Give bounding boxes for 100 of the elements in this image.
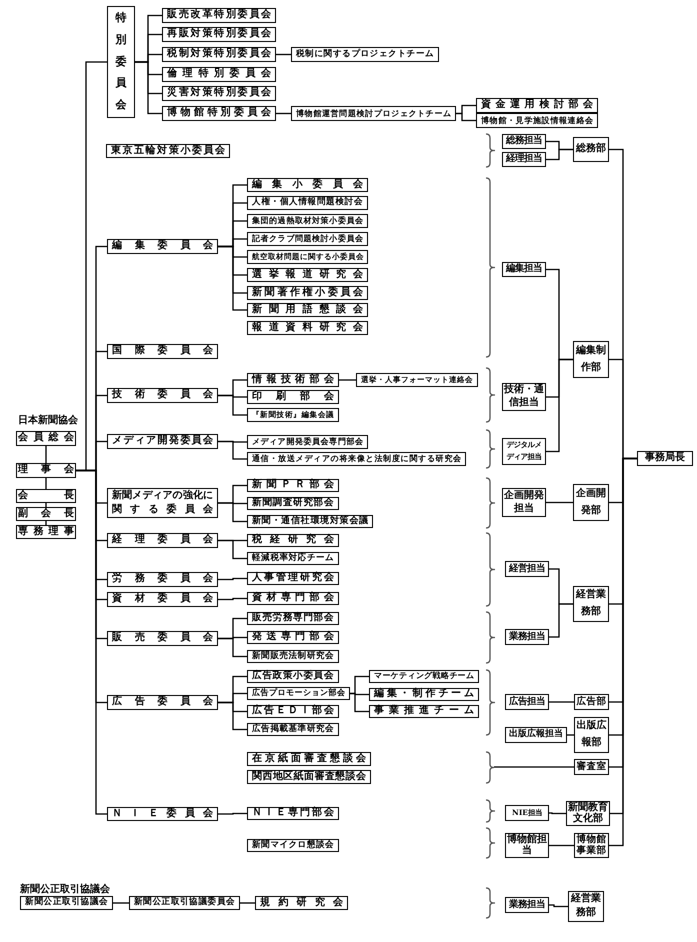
org-unit-box: 出版広報担当: [505, 727, 567, 743]
org-unit-box: 東京五輪対策小委員会: [106, 144, 230, 158]
connector-line: [218, 502, 247, 522]
org-unit-box: 業務担当: [505, 629, 549, 645]
connector-line: [218, 598, 247, 600]
connector-line: [218, 246, 247, 311]
org-unit-box: 再販対策特別委員会: [162, 27, 276, 42]
org-unit-box: 博物館特別委員会: [162, 106, 276, 121]
org-unit-box: 技術委員会: [107, 388, 218, 403]
org-unit-box: 資金運用検討部会: [476, 98, 598, 113]
connector-line: [350, 692, 369, 712]
org-unit-box: 規約研究会: [255, 896, 348, 910]
org-unit-box: 人権・個人情報問題検討会: [247, 196, 368, 210]
org-unit-box: 経営業務部: [573, 586, 609, 622]
org-unit-box: 編集制作部: [573, 341, 609, 378]
org-unit-box: ＮＩＥ委員会: [107, 807, 218, 821]
org-unit-box: 博物館事業部: [574, 833, 609, 858]
org-unit-box: 新聞公正取引協議委員会: [129, 896, 240, 910]
connector-line: [549, 844, 574, 846]
org-unit-box: 理事会: [16, 463, 76, 478]
org-unit-box: 編集委員会: [107, 239, 218, 254]
org-unit-box: 在京紙面審査懇談会: [247, 752, 371, 766]
org-unit-box: 総務部: [573, 137, 609, 162]
org-unit-box: 国際委員会: [107, 344, 218, 359]
org-unit-box: 業務担当: [505, 897, 549, 913]
connector-line: [339, 379, 356, 381]
connector-line: [218, 394, 247, 416]
connector-line: [45, 503, 47, 507]
org-unit-box: 選挙報道研究会: [247, 268, 368, 282]
connector-line: [549, 904, 568, 908]
connector-line: [546, 502, 573, 504]
org-unit-box: 企画開発部: [573, 484, 609, 521]
org-unit-box: 新聞用語懇談会: [247, 303, 368, 317]
org-unit-box: 災害対策特別委員会: [162, 86, 276, 101]
org-unit-box: 専務理事: [16, 525, 76, 539]
org-unit-box: 総務担当: [502, 134, 546, 149]
org-unit-box: 資材委員会: [107, 592, 218, 607]
org-unit-box: 会長: [16, 489, 76, 503]
connector-line: [456, 112, 476, 122]
connector-line: [218, 578, 247, 580]
connector-line: [45, 446, 47, 463]
connector-line: [494, 766, 574, 768]
org-unit-box: 情報技術部会: [247, 373, 339, 387]
connector-line: [218, 702, 247, 730]
org-unit-box: 経営業務部: [568, 891, 604, 922]
org-unit-box: 広告委員会: [107, 695, 218, 710]
connector-line: [546, 358, 573, 452]
org-unit-box: 経理担当: [502, 152, 546, 167]
org-unit-box: 出版広報部: [574, 717, 609, 753]
org-unit-box: 会員総会: [16, 431, 76, 446]
org-unit-box: 経理委員会: [107, 533, 218, 548]
org-unit-box: 税制に関するプロジェクトチーム: [291, 47, 439, 62]
org-unit-box: 新聞販売法制研究会: [247, 650, 339, 663]
org-unit-box: 報道資料研究会: [247, 321, 368, 335]
org-unit-box: 販売改革特別委員会: [162, 8, 276, 23]
connector-line: [549, 701, 574, 703]
org-unit-box: 編集小委員会: [247, 178, 368, 192]
org-unit-box: 集団的過熱取材対策小委員会: [247, 214, 368, 228]
connector-line: [546, 148, 573, 160]
org-unit-box: 博物館運営問題検討プロジェクトチーム: [291, 106, 456, 121]
connector-line: [113, 902, 129, 904]
org-unit-box: 労務委員会: [107, 572, 218, 587]
org-unit-box: 倫理特別委員会: [162, 67, 276, 82]
org-unit-box: 博物館担当: [505, 833, 549, 858]
org-unit-box: 広告担当: [505, 694, 549, 710]
org-unit-box: 広告掲載基準研究会: [247, 723, 339, 736]
org-unit-box: 広告部: [574, 694, 609, 710]
connector-line: [240, 902, 255, 904]
org-unit-box: 新聞マイクロ懇談会: [247, 839, 339, 852]
org-unit-box: 新聞著作権小委員会: [247, 286, 368, 300]
connector-line: [218, 440, 247, 460]
connector-line: [276, 54, 291, 56]
org-unit-box: 販売委員会: [107, 631, 218, 646]
org-unit-box: 特別委員会: [107, 6, 135, 118]
org-unit-box: 新聞メディアの強化に関する委員会: [107, 488, 218, 518]
connector-line: [218, 638, 247, 658]
connector-line: [45, 521, 47, 525]
org-unit-box: 新聞教育文化部: [566, 801, 610, 826]
org-unit-box: 印刷部会: [247, 390, 339, 404]
org-unit-box: 新聞公正取引協議会: [20, 896, 113, 910]
org-unit-box: 博物館・見学施設情報連絡会: [476, 113, 598, 128]
organization-heading: 日本新聞協会: [18, 413, 78, 427]
connector-line: [218, 812, 247, 815]
connector-line: [567, 734, 574, 736]
connector-line: [549, 603, 573, 638]
org-unit-box: 税制対策特別委員会: [162, 47, 276, 62]
connector-line: [218, 540, 247, 560]
org-unit-box: メディア開発委員会専門部会: [247, 435, 368, 449]
connector-line: [135, 61, 162, 114]
org-unit-box: 関西地区紙面審査懇談会: [247, 770, 371, 784]
org-unit-box: 企画開発担当: [502, 488, 546, 517]
org-unit-box: メディア開発委員会: [107, 434, 218, 449]
org-unit-box: 審査室: [574, 759, 609, 775]
org-unit-box: 記者クラブ問題検討小委員会: [247, 232, 368, 246]
org-unit-box: 副会長: [16, 507, 76, 521]
connector-line: [76, 470, 107, 815]
org-unit-box: 編集担当: [502, 262, 546, 277]
org-unit-box: 軽減税率対応チーム: [247, 552, 339, 565]
connector-line: [276, 112, 291, 114]
org-unit-box: 経営担当: [505, 561, 549, 577]
